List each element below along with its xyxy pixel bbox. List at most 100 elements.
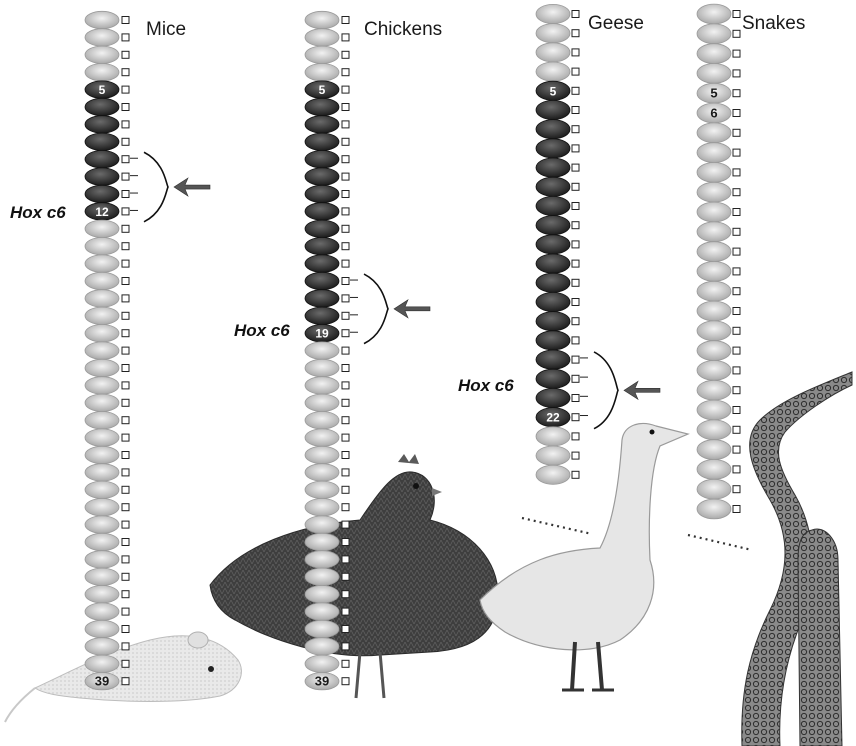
vertebra <box>305 377 339 394</box>
rib-marker-box <box>572 68 579 75</box>
rib-marker-box <box>572 241 579 248</box>
rib-marker-box <box>733 426 740 433</box>
vertebra <box>85 220 119 237</box>
vertebra <box>697 64 731 84</box>
rib-marker-box <box>733 407 740 414</box>
rib-marker-box <box>342 225 349 232</box>
rib-marker-box <box>733 506 740 513</box>
vertebra <box>85 46 119 63</box>
rib-marker-box <box>122 191 129 198</box>
vertebra <box>697 281 731 301</box>
rib-marker-box <box>122 399 129 406</box>
vertebra-number: 12 <box>95 205 109 219</box>
rib-marker-box <box>122 434 129 441</box>
vertebra <box>697 202 731 222</box>
rib-marker-box <box>342 399 349 406</box>
vertebra <box>536 43 570 62</box>
vertebra <box>305 533 339 550</box>
rib-marker-box <box>342 295 349 302</box>
vertebra <box>85 586 119 603</box>
rib-marker-box <box>122 34 129 41</box>
geese-dotted-line <box>522 518 592 534</box>
vertebra-number: 5 <box>550 84 557 98</box>
rib-marker-box <box>342 156 349 163</box>
vertebra <box>85 168 119 185</box>
rib-marker-box <box>122 417 129 424</box>
rib-marker-box <box>122 312 129 319</box>
vertebra <box>536 292 570 311</box>
rib-marker-box <box>122 452 129 459</box>
vertebra-number: 22 <box>546 411 560 425</box>
goose-icon <box>480 424 688 690</box>
vertebra <box>85 133 119 150</box>
vertebra <box>536 446 570 465</box>
vertebra <box>697 301 731 321</box>
rib-marker-box <box>342 434 349 441</box>
vertebra <box>85 151 119 168</box>
vertebra <box>697 460 731 480</box>
vertebra <box>85 429 119 446</box>
rib-marker-box <box>342 626 349 633</box>
vertebra <box>85 638 119 655</box>
rib-marker-box <box>733 387 740 394</box>
rib-marker-box <box>342 382 349 389</box>
vertebra <box>305 586 339 603</box>
rib-marker-box <box>122 678 129 685</box>
vertebra <box>305 307 339 324</box>
vertebra <box>536 100 570 119</box>
rib-marker-box <box>572 107 579 114</box>
rib-marker-box <box>733 248 740 255</box>
vertebra <box>85 464 119 481</box>
vertebra <box>536 62 570 81</box>
rib-marker-box <box>733 50 740 57</box>
spine-geese: 5 22 <box>536 4 660 484</box>
rib-marker-box <box>122 486 129 493</box>
rib-marker-box <box>122 173 129 180</box>
vertebra <box>85 290 119 307</box>
vertebra <box>85 342 119 359</box>
vertebra <box>697 420 731 440</box>
rib-marker-box <box>733 209 740 216</box>
rib-marker-box <box>342 643 349 650</box>
rib-marker-box <box>342 17 349 24</box>
rib-marker-box <box>122 278 129 285</box>
vertebra <box>305 46 339 63</box>
vertebra <box>305 638 339 655</box>
vertebra <box>85 185 119 202</box>
vertebra <box>305 220 339 237</box>
rib-marker-box <box>122 330 129 337</box>
vertebra <box>305 464 339 481</box>
vertebra <box>697 24 731 44</box>
vertebra <box>305 185 339 202</box>
rib-marker-box <box>572 395 579 402</box>
rib-marker-box <box>342 573 349 580</box>
rib-marker-box <box>122 556 129 563</box>
column-title-snakes: Snakes <box>742 13 805 34</box>
vertebra <box>536 235 570 254</box>
vertebra <box>536 312 570 331</box>
spine-snakes: 56 <box>697 4 740 519</box>
rib-marker-box <box>733 129 740 136</box>
vertebra <box>305 203 339 220</box>
rib-marker-box <box>122 469 129 476</box>
vertebra <box>305 29 339 46</box>
vertebra <box>536 196 570 215</box>
vertebra <box>536 350 570 369</box>
rib-marker-box <box>733 149 740 156</box>
rib-marker-box <box>342 121 349 128</box>
rib-marker-box <box>733 367 740 374</box>
vertebra <box>85 394 119 411</box>
rib-marker-box <box>342 678 349 685</box>
vertebra <box>85 255 119 272</box>
vertebra-number: 6 <box>710 106 717 121</box>
vertebra <box>85 412 119 429</box>
rib-marker-box <box>733 90 740 97</box>
vertebra <box>536 24 570 43</box>
rib-marker-box <box>122 138 129 145</box>
hox-boundary-bracket <box>144 152 168 222</box>
rib-marker-box <box>122 17 129 24</box>
vertebra <box>85 98 119 115</box>
rib-marker-box <box>572 164 579 171</box>
vertebra <box>305 238 339 255</box>
rib-marker-box <box>122 86 129 93</box>
